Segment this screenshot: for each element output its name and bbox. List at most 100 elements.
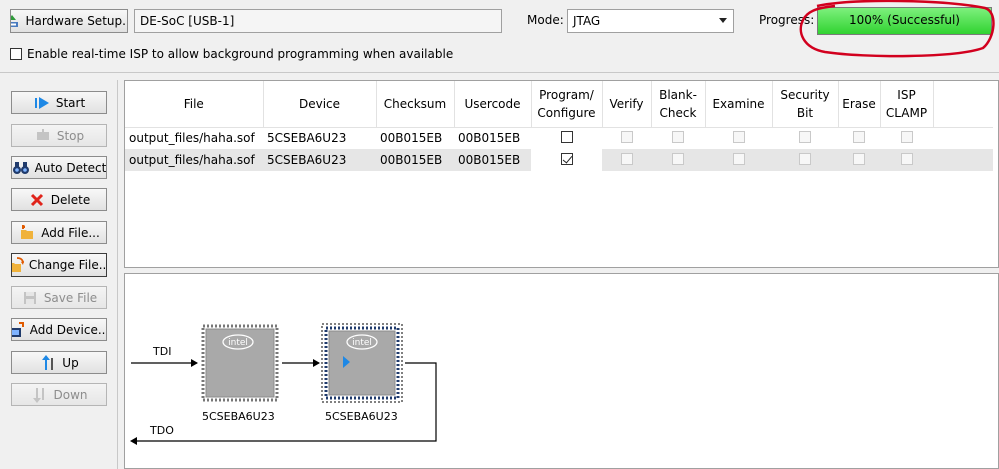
isp-clamp-checkbox[interactable] xyxy=(900,152,913,165)
jtag-chain-panel: intel intel TDI TDO 5CSEBA6U23 5CSEBA6U2… xyxy=(124,273,999,469)
isp-checkbox[interactable] xyxy=(10,48,22,60)
program-checkbox[interactable] xyxy=(560,152,573,165)
tdo-arrowhead xyxy=(130,437,137,445)
examine-checkbox[interactable] xyxy=(732,152,745,165)
tdi-arrowhead xyxy=(191,359,198,367)
save-file-button[interactable]: Save File xyxy=(11,286,107,309)
up-button[interactable]: Up xyxy=(11,351,107,374)
stop-button[interactable]: Stop xyxy=(11,124,107,147)
cell-erase xyxy=(838,149,880,171)
verify-checkbox[interactable] xyxy=(620,130,633,143)
chip-logo-1: intel xyxy=(228,338,248,348)
add-file-label: Add File... xyxy=(41,225,100,240)
examine-checkbox[interactable] xyxy=(732,130,745,143)
header-blank-check[interactable]: Blank-Check xyxy=(651,81,706,128)
add-file-button[interactable]: Add File... xyxy=(11,221,107,244)
cell-blank-check xyxy=(651,127,705,149)
security-bit-checkbox[interactable] xyxy=(799,130,811,143)
cell-program xyxy=(531,127,602,149)
auto-detect-button[interactable]: Auto Detect xyxy=(11,156,107,179)
up-label: Up xyxy=(62,355,79,370)
header-examine[interactable]: Examine xyxy=(705,81,773,128)
change-file-button[interactable]: Change File... xyxy=(11,253,107,277)
header-erase[interactable]: Erase xyxy=(838,81,881,128)
progress-fill xyxy=(818,8,991,34)
play-icon xyxy=(33,95,51,111)
jtag-chain-diagram: intel intel xyxy=(130,323,437,445)
hardware-setup-label: Hardware Setup... xyxy=(25,14,128,28)
blank-check-checkbox[interactable] xyxy=(672,152,684,165)
cell-verify xyxy=(602,127,651,149)
stop-icon xyxy=(34,128,52,144)
blank-check-checkbox[interactable] xyxy=(672,130,684,143)
toolbar-divider xyxy=(0,72,999,73)
table-row[interactable]: output_files/haha.sof 5CSEBA6U23 00B015E… xyxy=(125,127,993,149)
mode-value: JTAG xyxy=(573,14,601,28)
cell-device: 5CSEBA6U23 xyxy=(267,131,347,146)
cell-filler xyxy=(933,149,993,171)
cell-usercode: 00B015EB xyxy=(458,131,521,146)
cell-examine xyxy=(705,149,772,171)
table-row[interactable]: output_files/haha.sof 5CSEBA6U23 00B015E… xyxy=(125,149,993,171)
cell-file: output_files/haha.sof xyxy=(129,131,255,146)
isp-option[interactable]: Enable real-time ISP to allow background… xyxy=(10,47,453,61)
cell-checksum: 00B015EB xyxy=(376,149,454,171)
binoculars-icon xyxy=(12,160,30,176)
erase-checkbox[interactable] xyxy=(853,152,865,165)
tdi-label: TDI xyxy=(153,345,172,358)
start-button[interactable]: Start xyxy=(11,91,107,114)
button-column xyxy=(0,80,118,469)
tdo-label: TDO xyxy=(150,424,174,437)
isp-clamp-checkbox[interactable] xyxy=(900,130,913,143)
isp-label: Enable real-time ISP to allow background… xyxy=(27,47,454,61)
annotation-ellipse xyxy=(799,0,995,58)
down-button[interactable]: Down xyxy=(11,383,107,406)
hardware-field: DE-SoC [USB-1] xyxy=(134,9,502,33)
verify-checkbox[interactable] xyxy=(620,152,633,165)
progress-text: 100% (Successful) xyxy=(849,13,960,27)
progress-bar: 100% (Successful) xyxy=(817,7,992,35)
hardware-icon xyxy=(11,13,20,29)
delete-x-icon xyxy=(28,192,46,208)
cell-device: 5CSEBA6U23 xyxy=(263,149,376,171)
cell-security-bit xyxy=(772,149,838,171)
cell-isp-clamp xyxy=(880,149,933,171)
down-label: Down xyxy=(53,387,88,402)
cell-examine xyxy=(705,127,772,149)
header-usercode[interactable]: Usercode xyxy=(454,81,532,128)
device-label-2: 5CSEBA6U23 xyxy=(325,410,398,423)
device-table: File Device Checksum Usercode Program/Co… xyxy=(125,81,993,171)
header-program-configure[interactable]: Program/Configure xyxy=(531,81,603,128)
mode-label: Mode: xyxy=(527,13,564,27)
cell-file: output_files/haha.sof xyxy=(125,149,263,171)
header-file[interactable]: File xyxy=(125,81,264,128)
cell-checksum: 00B015EB xyxy=(380,131,443,146)
hardware-setup-button[interactable]: Hardware Setup... xyxy=(10,9,128,33)
mode-select[interactable]: JTAG xyxy=(567,9,734,33)
cell-blank-check xyxy=(651,149,705,171)
header-device[interactable]: Device xyxy=(263,81,377,128)
security-bit-checkbox[interactable] xyxy=(799,152,811,165)
delete-button[interactable]: Delete xyxy=(11,188,107,211)
erase-checkbox[interactable] xyxy=(853,130,865,143)
tdo-wire xyxy=(133,362,437,442)
save-file-label: Save File xyxy=(43,290,98,305)
program-arrow-icon xyxy=(343,356,350,368)
header-checksum[interactable]: Checksum xyxy=(376,81,455,128)
cell-usercode: 00B015EB xyxy=(454,149,531,171)
program-checkbox[interactable] xyxy=(560,130,573,143)
link-arrowhead xyxy=(313,359,320,367)
cell-isp-clamp xyxy=(880,127,933,149)
auto-detect-label: Auto Detect xyxy=(34,160,107,175)
header-filler xyxy=(933,81,993,128)
add-device-label: Add Device... xyxy=(29,322,107,337)
header-verify[interactable]: Verify xyxy=(602,81,652,128)
chip-device-2: intel xyxy=(321,323,403,403)
change-file-icon xyxy=(12,257,24,273)
save-icon xyxy=(21,290,39,306)
chip-logo-2: intel xyxy=(352,338,372,348)
add-device-button[interactable]: Add Device... xyxy=(11,318,107,341)
chevron-down-icon xyxy=(719,18,727,23)
